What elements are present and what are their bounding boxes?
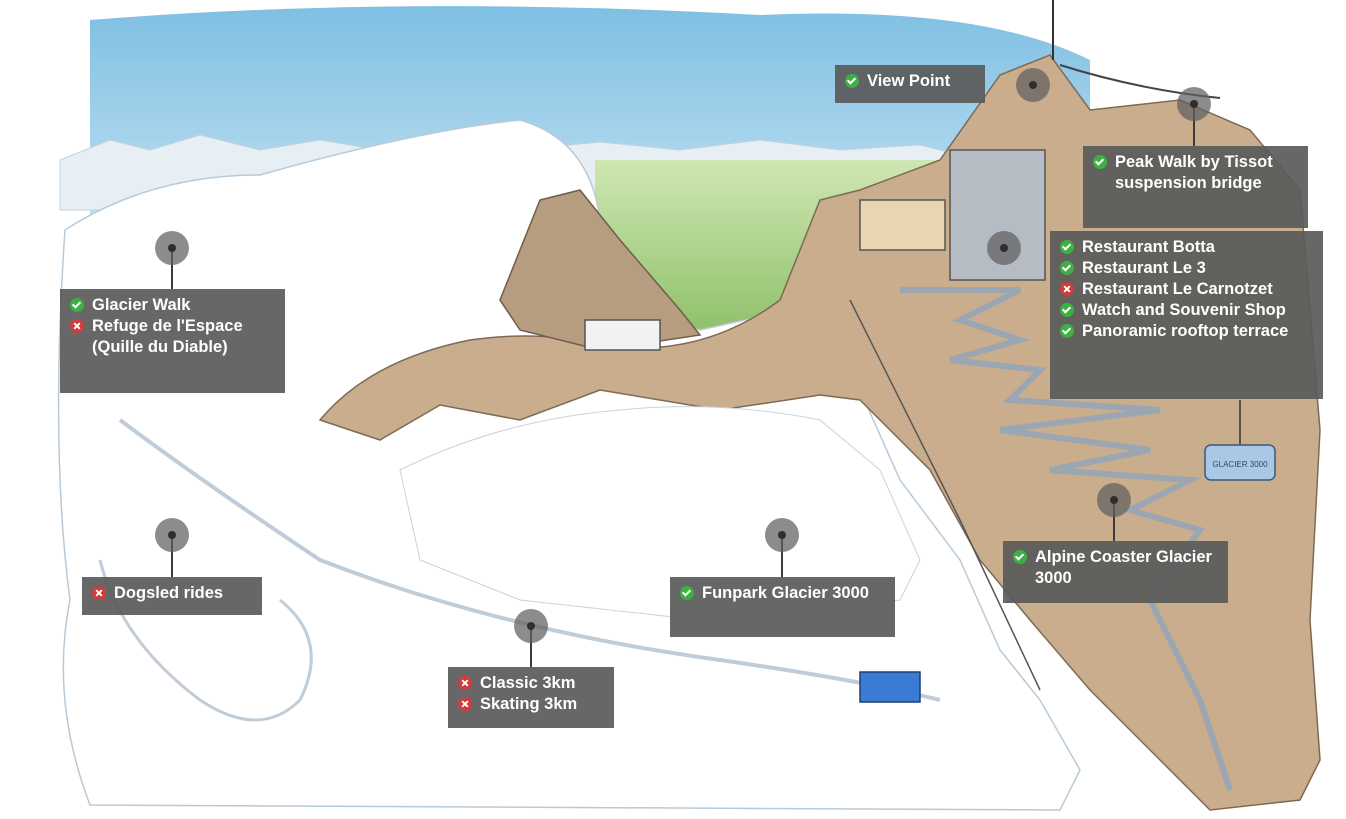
peak-walk-label[interactable]: Peak Walk by Tissot suspension bridge [1083,146,1308,228]
facility-name: Funpark Glacier 3000 [702,584,869,602]
glacier-walk-pin-stem [171,248,173,289]
facility-name: Restaurant Le Carnotzet [1082,280,1273,298]
snowcat [859,671,921,703]
check-circle-icon [1060,240,1074,254]
x-circle-icon [1060,282,1074,296]
facility-name: Skating 3km [480,695,578,713]
central-peak [499,189,702,351]
facility-name: Alpine Coaster Glacier 3000 [1035,548,1212,587]
facility-row: Restaurant Le 3 [1060,258,1313,279]
facility-row: Funpark Glacier 3000 [680,583,885,604]
x-circle-icon [70,319,84,333]
gondola-cabin: GLACIER 3000 [1204,400,1276,481]
snow-patch [399,406,921,621]
funpark-pin-stem [781,535,783,577]
restaurant-building [859,199,946,251]
facility-name: Refuge de l'Espace (Quille du Diable) [92,317,243,356]
restaurants-map-pin[interactable] [987,231,1021,265]
facility-name: Dogsled rides [114,584,224,602]
funpark-label[interactable]: Funpark Glacier 3000 [670,577,895,637]
dogsled-map-pin[interactable] [155,518,189,552]
facility-row: View Point [845,71,975,92]
facility-name: Watch and Souvenir Shop [1082,301,1286,319]
facility-name: Peak Walk by Tissot suspension bridge [1115,153,1273,192]
facility-row: Panoramic rooftop terrace [1060,321,1313,342]
view-point-label[interactable]: View Point [835,65,985,103]
facility-row: Skating 3km [458,694,604,715]
facility-row: Watch and Souvenir Shop [1060,300,1313,321]
facility-row: Peak Walk by Tissot suspension bridge [1093,152,1298,194]
facility-name: Panoramic rooftop terrace [1082,322,1289,340]
facility-row: Dogsled rides [92,583,252,604]
facility-name: Restaurant Botta [1082,238,1215,256]
check-circle-icon [70,298,84,312]
facility-name: View Point [867,72,951,90]
funpark-map-pin[interactable] [765,518,799,552]
facility-row: Restaurant Botta [1060,237,1313,258]
alpine-coaster-map-pin[interactable] [1097,483,1131,517]
facility-row: Alpine Coaster Glacier 3000 [1013,547,1218,589]
check-circle-icon [1013,550,1027,564]
cross-country-map-pin[interactable] [514,609,548,643]
glacier-walk-map-pin[interactable] [155,231,189,265]
alpine-coaster-pin-stem [1113,500,1115,541]
alpine-coaster-label[interactable]: Alpine Coaster Glacier 3000 [1003,541,1228,603]
x-circle-icon [92,586,106,600]
cross-country-pin-stem [530,626,532,667]
dogsled-pin-stem [171,535,173,577]
check-circle-icon [845,74,859,88]
facility-name: Restaurant Le 3 [1082,259,1206,277]
ski-trail-2 [98,559,313,722]
facility-row: Glacier Walk [70,295,275,316]
chairlift-cable [849,299,1041,691]
gondola-sign: GLACIER 3000 [1212,460,1268,469]
facility-name: Glacier Walk [92,296,191,314]
refuge-hut [584,319,661,351]
facility-row: Classic 3km [458,673,604,694]
peak-walk-map-pin[interactable] [1177,87,1211,121]
check-circle-icon [1060,324,1074,338]
view-point-map-pin[interactable] [1016,68,1050,102]
check-circle-icon [1093,155,1107,169]
check-circle-icon [1060,261,1074,275]
check-circle-icon [680,586,694,600]
peak-walk-pin-stem [1193,104,1195,146]
dogsled-label[interactable]: Dogsled rides [82,577,262,615]
ski-trail [118,418,941,702]
facility-row: Refuge de l'Espace (Quille du Diable) [70,316,275,358]
x-circle-icon [458,697,472,711]
x-circle-icon [458,676,472,690]
facility-name: Classic 3km [480,674,576,692]
facility-row: Restaurant Le Carnotzet [1060,279,1313,300]
check-circle-icon [1060,303,1074,317]
